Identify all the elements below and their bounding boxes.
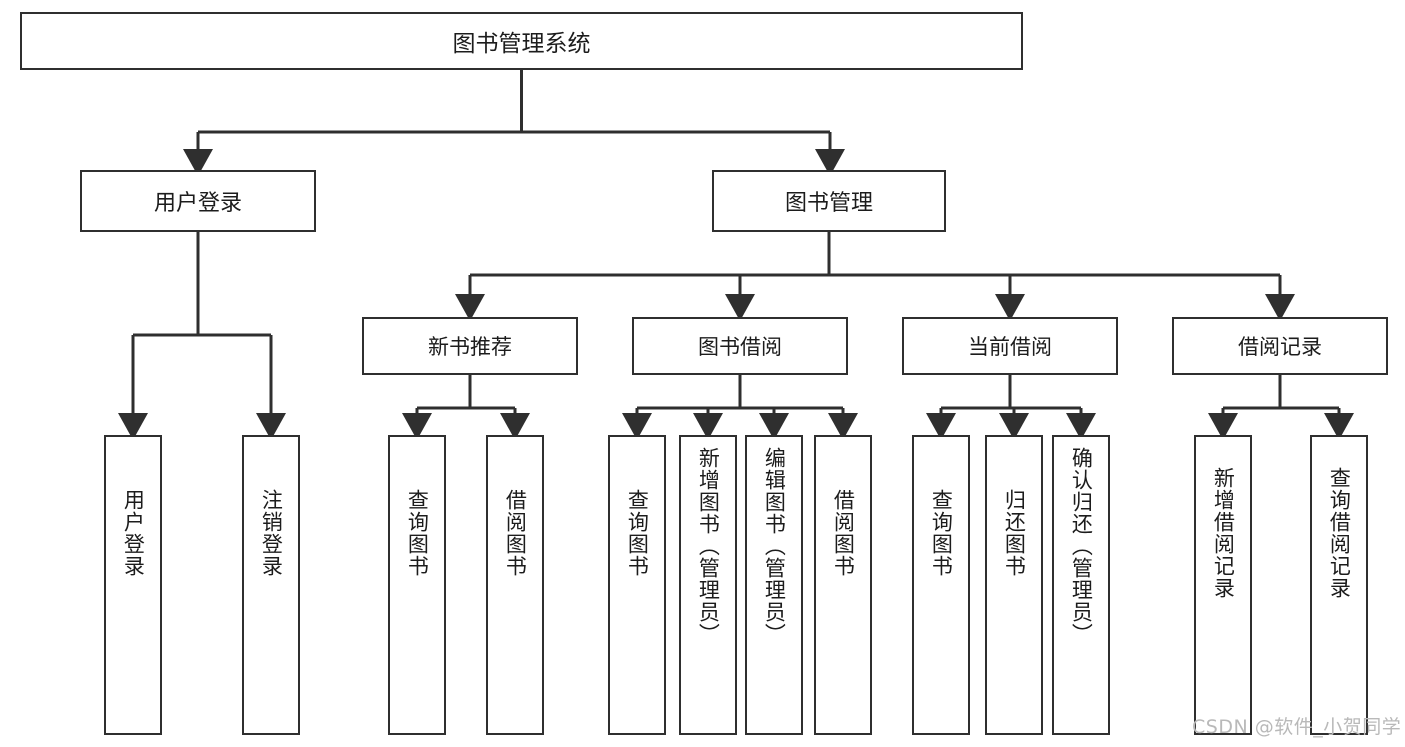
node-current-borrow[interactable]: 当前借阅	[902, 317, 1118, 375]
node-book-manage[interactable]: 图书管理	[712, 170, 946, 232]
node-leaf-add-book[interactable]: 新增图书（管理员）	[679, 435, 737, 735]
node-leaf-borrow-book-1[interactable]: 借阅图书	[486, 435, 544, 735]
node-leaf-query-book-2-label: 查询图书	[625, 489, 650, 577]
node-leaf-add-record[interactable]: 新增借阅记录	[1194, 435, 1252, 735]
node-leaf-query-book-3-label: 查询图书	[929, 489, 954, 577]
node-leaf-add-book-label: 新增图书（管理员）	[696, 447, 721, 645]
node-leaf-confirm-return-label: 确认归还（管理员）	[1069, 447, 1094, 645]
node-leaf-logout-label: 注销登录	[259, 489, 284, 577]
node-leaf-borrow-book-2-label: 借阅图书	[831, 489, 856, 577]
node-user-login-label: 用户登录	[153, 191, 242, 216]
node-user-login[interactable]: 用户登录	[80, 170, 316, 232]
node-leaf-edit-book[interactable]: 编辑图书（管理员）	[745, 435, 803, 735]
node-new-book-rec[interactable]: 新书推荐	[362, 317, 578, 375]
node-leaf-add-record-label: 新增借阅记录	[1211, 467, 1236, 599]
node-leaf-return-book[interactable]: 归还图书	[985, 435, 1043, 735]
node-leaf-query-book-3[interactable]: 查询图书	[912, 435, 970, 735]
node-book-borrow-label: 图书借阅	[698, 335, 782, 359]
node-leaf-query-book-1[interactable]: 查询图书	[388, 435, 446, 735]
node-leaf-borrow-book-2[interactable]: 借阅图书	[814, 435, 872, 735]
node-borrow-record[interactable]: 借阅记录	[1172, 317, 1388, 375]
node-leaf-borrow-book-1-label: 借阅图书	[503, 489, 528, 577]
node-new-book-rec-label: 新书推荐	[428, 335, 512, 359]
node-leaf-query-book-2[interactable]: 查询图书	[608, 435, 666, 735]
node-borrow-record-label: 借阅记录	[1238, 335, 1322, 359]
node-root[interactable]: 图书管理系统	[20, 12, 1023, 70]
watermark: CSDN @软件_小贺同学	[1192, 716, 1402, 738]
node-leaf-edit-book-label: 编辑图书（管理员）	[762, 447, 787, 645]
node-current-borrow-label: 当前借阅	[968, 335, 1052, 359]
node-root-label: 图书管理系统	[452, 31, 591, 57]
node-leaf-query-record-label: 查询借阅记录	[1327, 467, 1352, 599]
node-book-borrow[interactable]: 图书借阅	[632, 317, 848, 375]
node-leaf-query-record[interactable]: 查询借阅记录	[1310, 435, 1368, 735]
node-leaf-logout[interactable]: 注销登录	[242, 435, 300, 735]
node-book-manage-label: 图书管理	[784, 191, 873, 216]
node-leaf-confirm-return[interactable]: 确认归还（管理员）	[1052, 435, 1110, 735]
node-leaf-query-book-1-label: 查询图书	[405, 489, 430, 577]
node-leaf-user-login-label: 用户登录	[121, 489, 146, 577]
node-leaf-user-login[interactable]: 用户登录	[104, 435, 162, 735]
node-leaf-return-book-label: 归还图书	[1002, 489, 1027, 577]
